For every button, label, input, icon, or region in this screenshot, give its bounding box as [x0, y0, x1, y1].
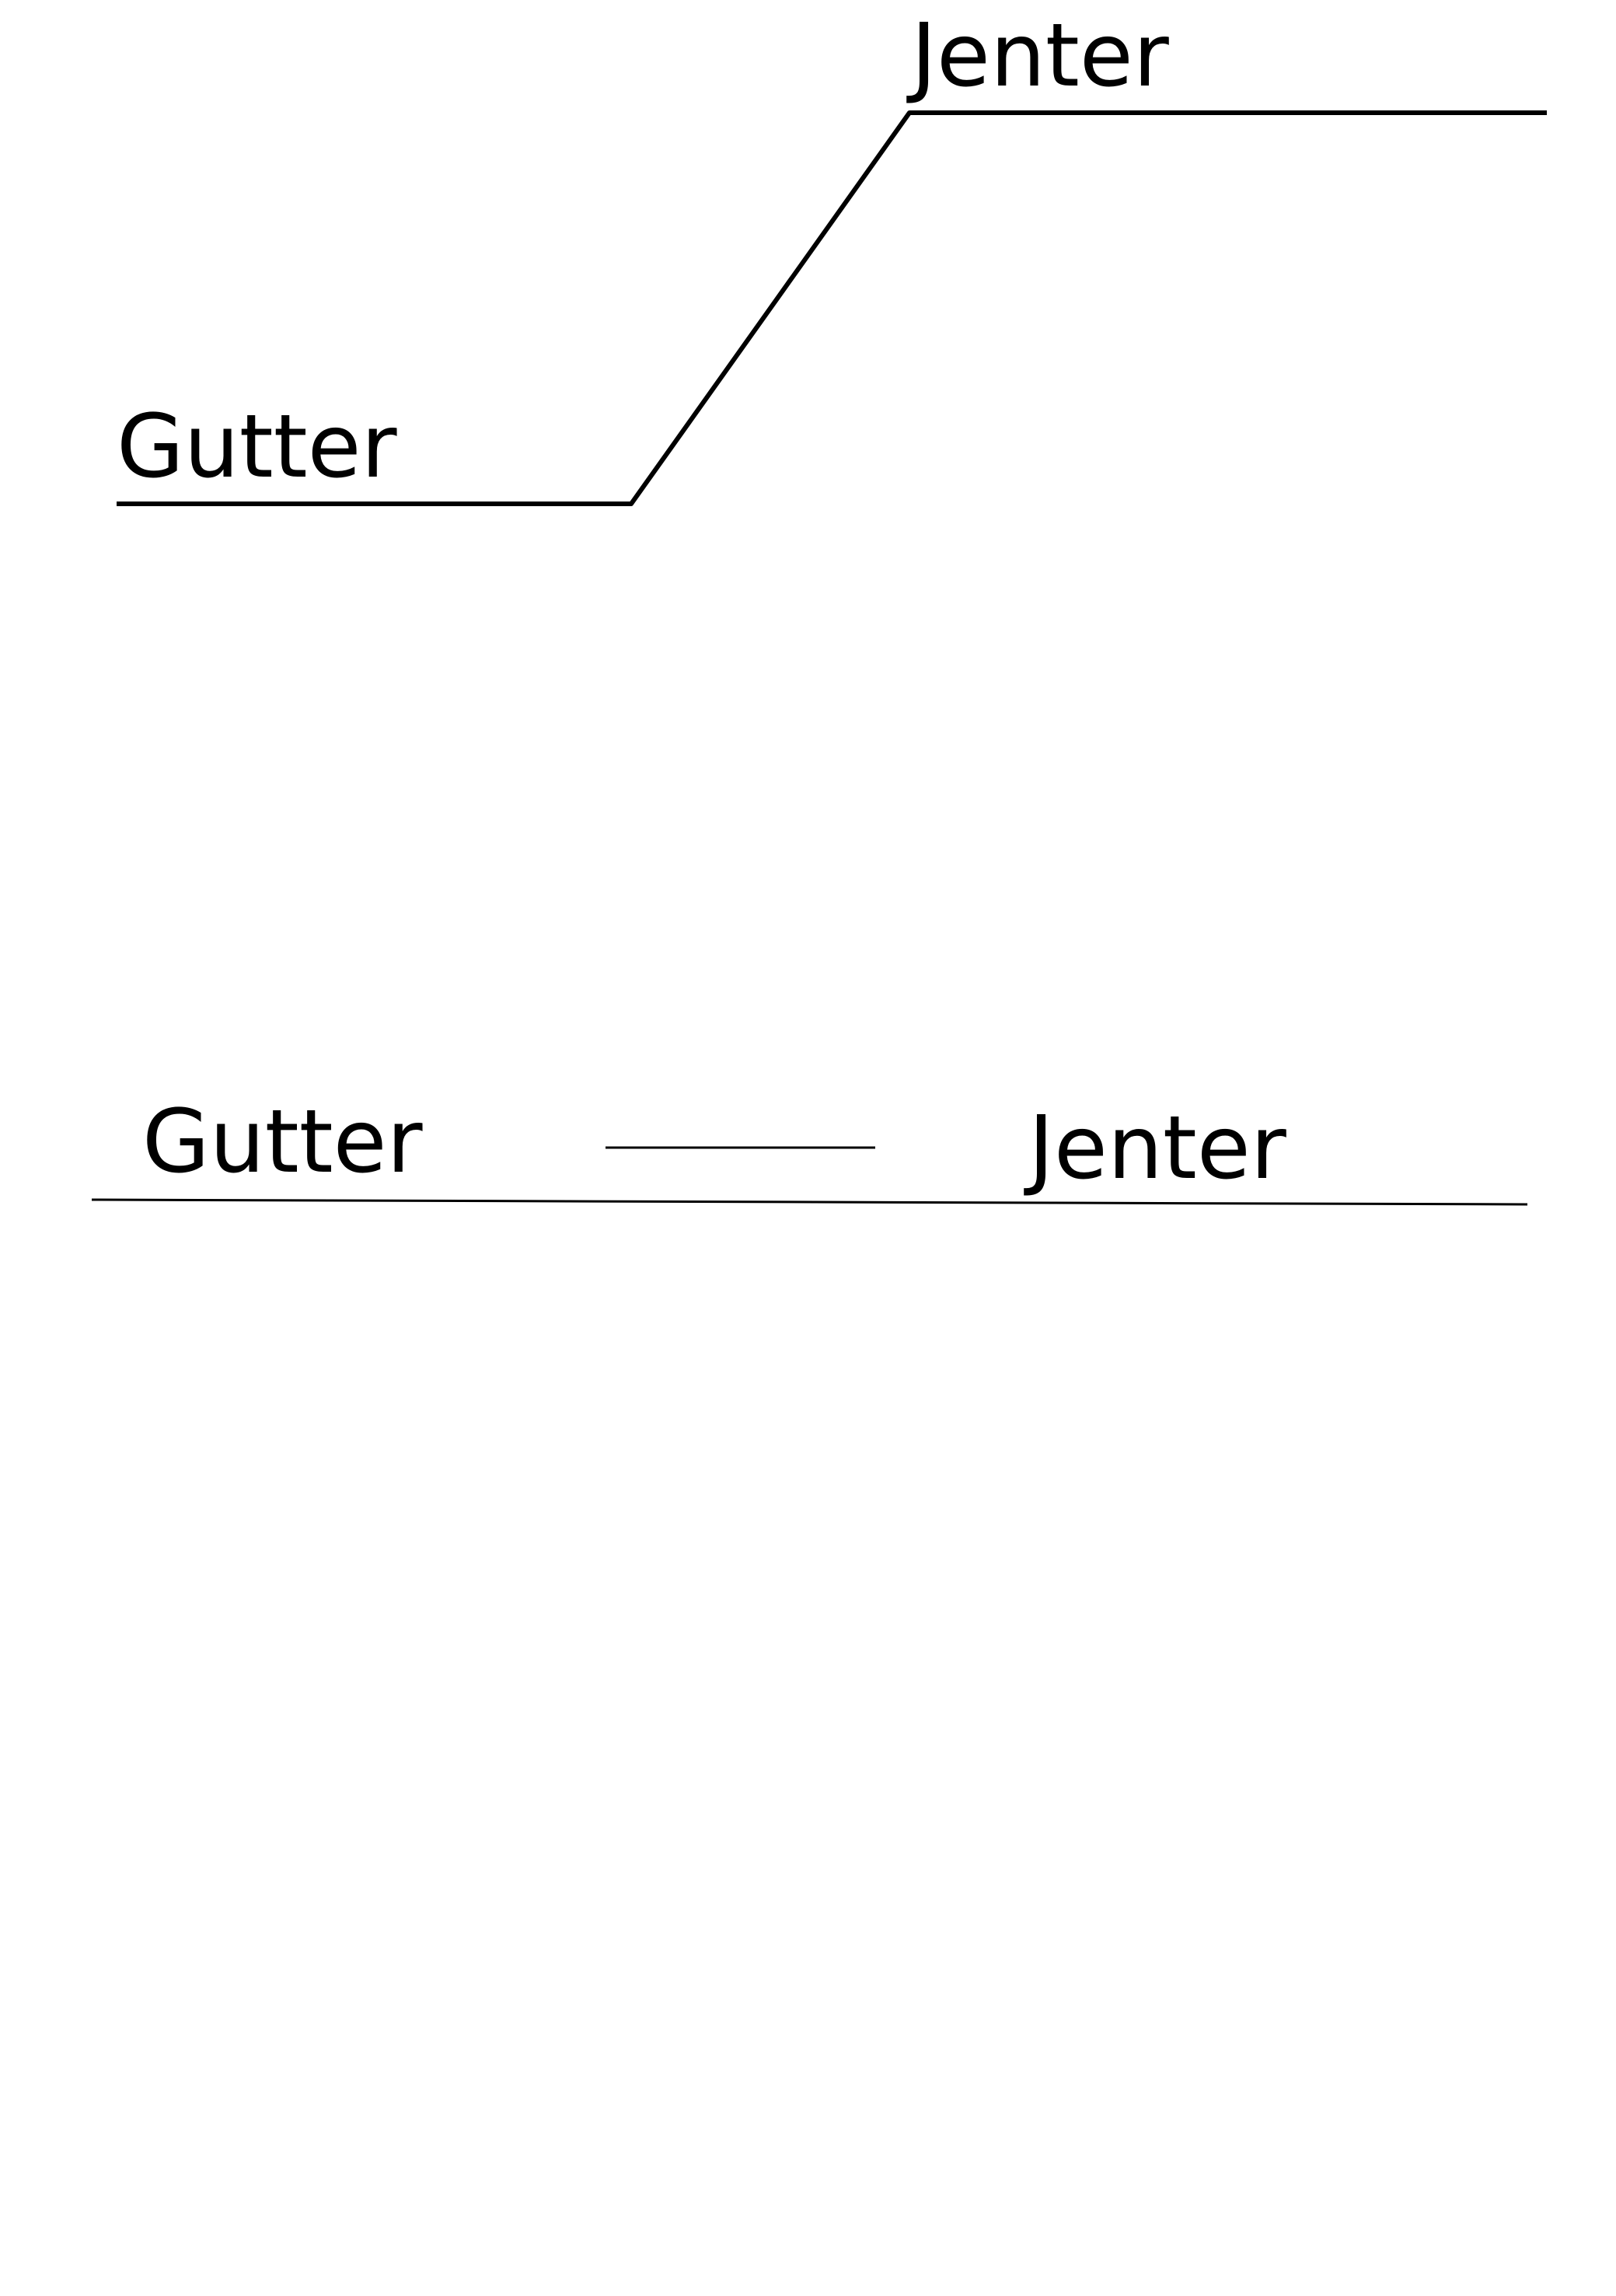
bottom-label-left: Gutter — [142, 1092, 424, 1193]
top-step-line — [117, 110, 1547, 506]
top-label-left: Gutter — [117, 397, 398, 498]
top-diagram: Gutter Jenter — [117, 5, 1547, 506]
bottom-baseline — [91, 1198, 1528, 1206]
top-label-right: Jenter — [906, 5, 1170, 107]
bottom-diagram: Gutter Jenter — [91, 1092, 1528, 1206]
bottom-label-right: Jenter — [1024, 1098, 1287, 1199]
